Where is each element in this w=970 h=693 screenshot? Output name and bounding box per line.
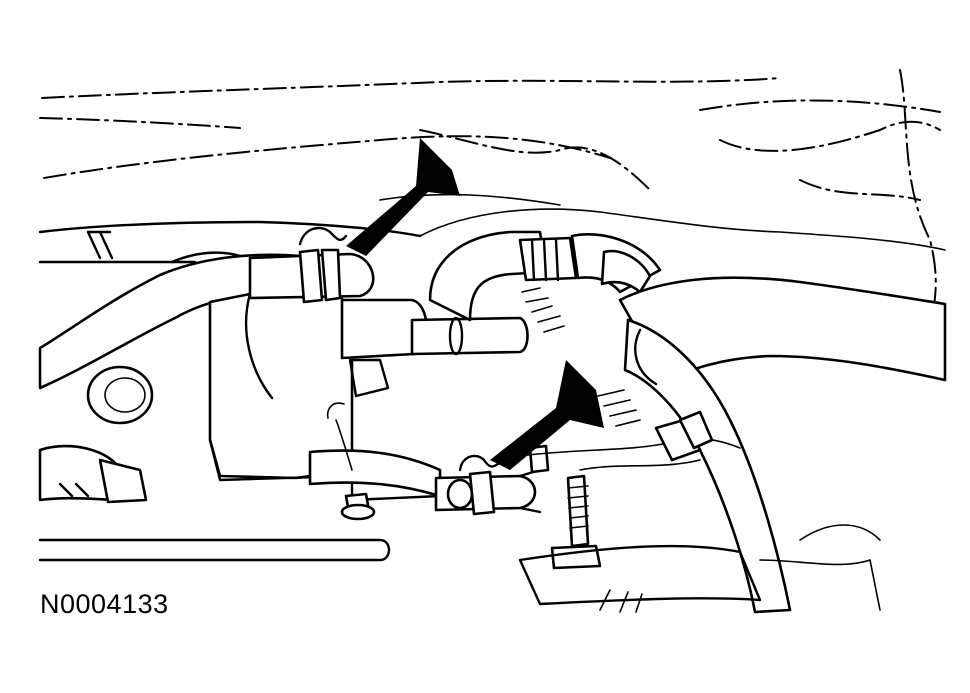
left-heater-hose — [38, 251, 302, 425]
lower-pipe-with-clamp — [308, 449, 542, 516]
wiring-harness-and-bracket — [518, 410, 881, 613]
background-contour-lines — [39, 69, 941, 331]
callout-arrow-lower — [490, 360, 604, 470]
callout-arrow-upper — [346, 138, 460, 256]
figure-id-label: N0004133 — [40, 589, 169, 619]
lower-left-pipe — [38, 444, 148, 504]
valve-wire — [326, 402, 353, 471]
bolts — [340, 444, 602, 570]
hose-rib-marks — [521, 287, 641, 427]
center-bypass-hose — [428, 230, 662, 322]
upper-hose-with-clamp — [248, 226, 375, 304]
